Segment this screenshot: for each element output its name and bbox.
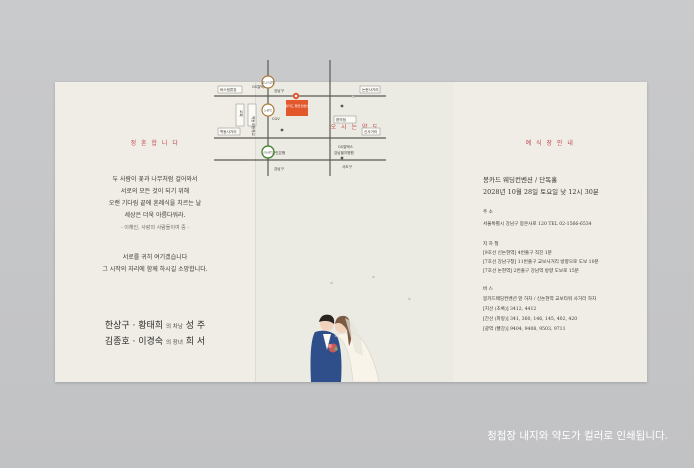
bride-relation: 의 장녀 <box>165 340 183 346</box>
groom-parents-names: 한상구 · 황태희 <box>104 321 164 331</box>
venue-label: 봉카드 웨딩컨벤션 <box>285 103 309 108</box>
bride-name: 희 서 <box>185 337 206 347</box>
map-label-seocho: 서초구 <box>342 164 353 169</box>
map-block <box>359 85 381 94</box>
poem-line: 그 시작의 자리에 함께 하시길 소망합니다. <box>102 266 208 273</box>
bus-label: 버 스 <box>483 287 493 292</box>
venue-panel: 예 식 장 안 내 봉카드 웨딩컨벤션 / 단독홀 2028년 10월 28일 … <box>453 82 647 382</box>
groom-hair <box>319 314 335 324</box>
bride-parents-names: 김종호 · 이경숙 <box>104 337 164 347</box>
station-label: 강남구청역 <box>262 80 275 84</box>
map-label-gangnam2: 강남구 <box>274 88 285 93</box>
poem-attribution: - 이해인, 사랑의 사람들이여 중 - <box>120 225 190 231</box>
groom-suit <box>310 330 342 382</box>
subway-1: [9호선 신논현역] 4번출구 직진 1분 <box>483 251 552 256</box>
bride-veil <box>345 318 363 356</box>
subway-2: [7호선 강남구청] 11번출구 교보사거리 방향으로 도보 10분 <box>483 260 599 265</box>
map-label-cgv: CGV <box>272 117 280 121</box>
venue-title: 예 식 장 안 내 <box>525 140 575 147</box>
station-nonhyeon: 논현역 <box>261 103 275 117</box>
map-label-bus: 버스정류장 <box>220 87 237 92</box>
address-label: 주 소 <box>483 210 493 215</box>
map-title: 오 시 는 약 도 <box>330 124 380 131</box>
map-block <box>235 103 245 127</box>
map-dot <box>340 104 344 108</box>
map-block <box>217 85 243 94</box>
map-label-gs2: GS칼텍스 <box>338 144 354 149</box>
groom-parents: 한상구 · 황태희 의 차남 성 주 <box>55 318 255 335</box>
subway-3: [7호선 논현역] 2번출구 강남역 방향 도보로 15분 <box>483 269 579 274</box>
greeting-panel: 정 혼 합 니 다 두 사람이 꽃과 나무처럼 걸어와서 서로의 모든 것이 되… <box>55 82 255 382</box>
bride-parents: 김종호 · 이경숙 의 장녀 희 서 <box>55 334 255 351</box>
address: 서울특별시 강남구 봉은사로 120 TEL 02-1566-6534 <box>483 222 592 227</box>
map-block <box>247 103 257 127</box>
venue-name: 봉카드 웨딩컨벤션 / 단독홀 <box>483 176 558 184</box>
couple-illustration <box>310 314 380 382</box>
groom-name: 성 주 <box>185 321 206 331</box>
bus-line-green: [지선 (초록)] 3412, 4412 <box>483 307 537 312</box>
map-label-cross2: 논현사거리 <box>362 87 379 92</box>
station-gangnamgu: 강남구청역 <box>261 75 275 89</box>
poem-line: 오랜 기다림 끝에 혼례식을 치르는 날 <box>108 200 202 207</box>
wedding-date: 2028년 10월 28일 토요일 낮 12시 30분 <box>483 188 599 196</box>
map-block <box>361 127 381 136</box>
map-label-hospital: 강남을지병원 <box>334 150 354 155</box>
map-label-bank: 국민은행 <box>272 150 285 155</box>
subway-label: 지 하 철 <box>483 242 499 247</box>
station-label: 신논현역 <box>263 150 273 154</box>
bus-line-blue: [간선 (파랑)] 341, 360, 146, 145, 402, 420 <box>483 317 578 322</box>
map-dot <box>280 128 284 132</box>
map-label-gs: GS칼텍스 <box>252 84 268 89</box>
location-map: 버스정류장 학동사거리 논현사거리 신사거리 편의점 GS칼텍스 GS칼텍스 학… <box>214 60 386 176</box>
bus-line-red: [광역 (빨강)] 9404, 9408, 9503, 9711 <box>483 327 566 332</box>
poem-line: 서로의 모든 것이 되기 위해 <box>120 188 190 195</box>
map-dot <box>340 156 344 160</box>
poem-line: 서로를 귀히 여기겠습니다 <box>122 254 188 261</box>
greeting-title: 정 혼 합 니 다 <box>130 140 180 147</box>
petal-decoration <box>371 275 376 278</box>
map-label-cross1: 학동사거리 <box>220 129 237 134</box>
venue-marker: 봉카드 웨딩컨벤션 <box>285 92 309 116</box>
map-label-mart: 편의점 <box>336 117 346 122</box>
map-block <box>333 115 357 124</box>
map-label-church: 교회 <box>239 110 244 117</box>
station-sinnonhyeon: 신논현역 <box>261 145 275 159</box>
groom-relation: 의 차남 <box>165 324 183 330</box>
map-label-gangnam: 강남구 <box>274 166 285 171</box>
print-caption: 청첩장 내지와 약도가 컬러로 인쇄됩니다. <box>487 430 668 442</box>
map-label-school: 학동초등학교 <box>251 116 256 137</box>
poem-line: 두 사람이 꽃과 나무처럼 걸어와서 <box>112 176 198 183</box>
bus-intro: 봉카드웨딩컨벤션 앞 하차 / 신논현역 교보타워 사거리 하차 <box>483 297 597 302</box>
poem-closing: 서로를 귀히 여기겠습니다 그 시작의 자리에 함께 하시길 소망합니다. <box>55 252 255 276</box>
poem: 두 사람이 꽃과 나무처럼 걸어와서 서로의 모든 것이 되기 위해 오랜 기다… <box>55 174 255 234</box>
poem-line: 세상은 더욱 아름다워라. <box>124 212 186 219</box>
map-block <box>217 127 241 136</box>
map-label-cross3: 신사거리 <box>364 129 377 134</box>
invitation-card: 정 혼 합 니 다 두 사람이 꽃과 나무처럼 걸어와서 서로의 모든 것이 되… <box>55 82 647 382</box>
station-label: 논현역 <box>264 108 272 112</box>
